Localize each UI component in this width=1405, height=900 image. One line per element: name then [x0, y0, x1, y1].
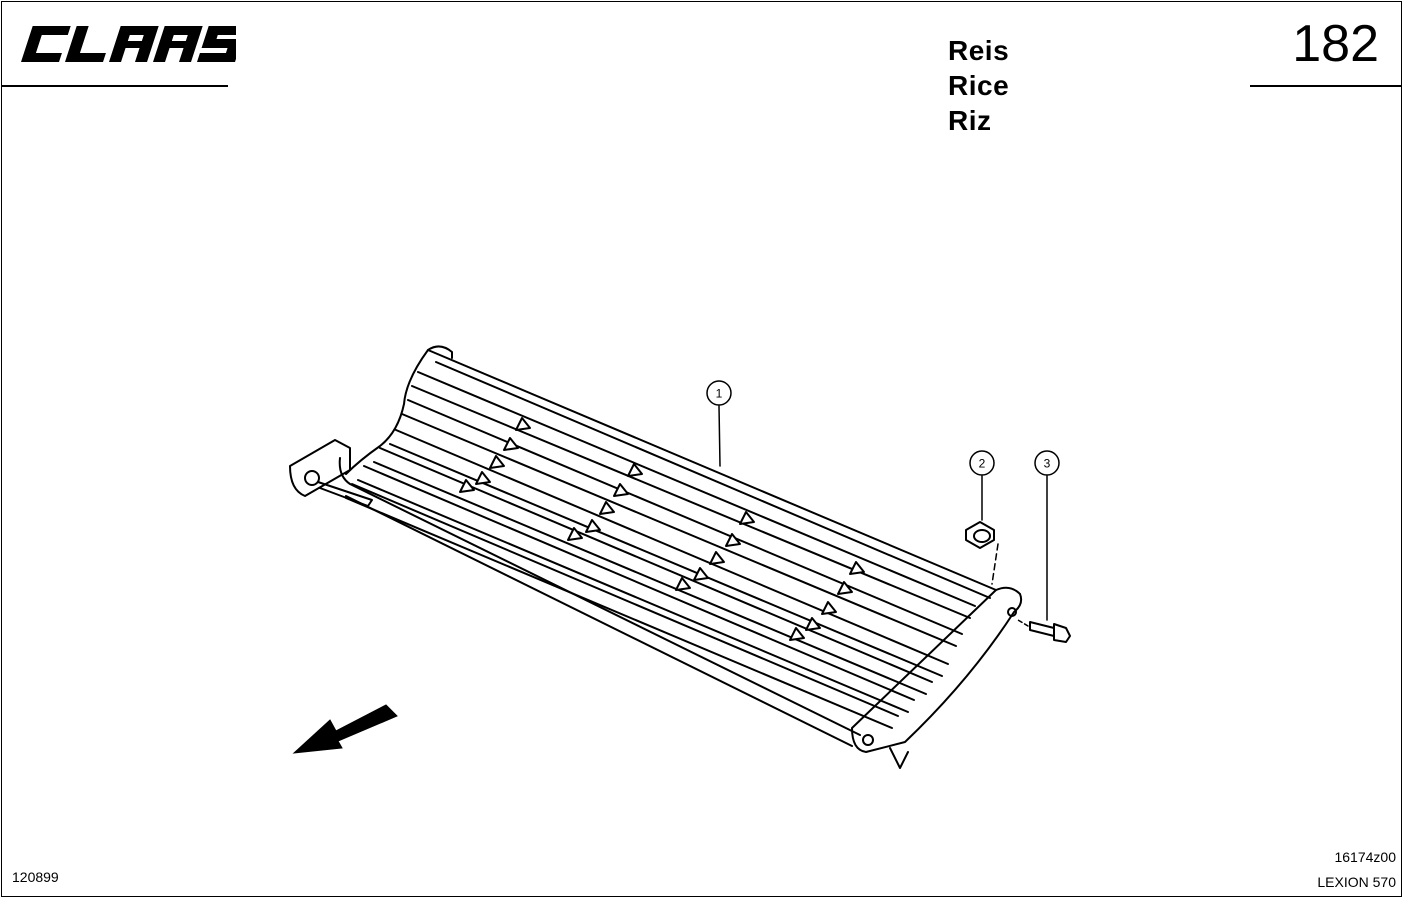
claas-logo [21, 26, 236, 62]
callout-1 [706, 380, 732, 406]
date-code: 120899 [12, 869, 59, 885]
page-number-underline [1250, 85, 1401, 87]
front-lower-edge [338, 457, 861, 747]
left-end-plate [289, 439, 373, 507]
right-end-plate [851, 586, 1023, 769]
callout-1-label: 1 [716, 387, 723, 401]
title-german: Reis [948, 35, 1010, 66]
callout-2 [969, 450, 995, 476]
page-number: 182 [1292, 15, 1379, 73]
title-french: Riz [948, 105, 992, 136]
model-name: LEXION 570 [1317, 874, 1396, 890]
title-block: Reis Rice Riz [948, 33, 1009, 138]
logo-underline [1, 85, 228, 87]
travel-direction-arrow [292, 704, 398, 754]
bushing-part [965, 521, 999, 585]
callout-3 [1034, 450, 1060, 476]
callout-2-label: 2 [979, 457, 986, 471]
top-rail [427, 345, 997, 599]
drawing-code: 16174z00 [1334, 849, 1396, 865]
callout-3-label: 3 [1044, 457, 1051, 471]
title-english: Rice [948, 70, 1010, 101]
bolt-part [1017, 619, 1071, 643]
